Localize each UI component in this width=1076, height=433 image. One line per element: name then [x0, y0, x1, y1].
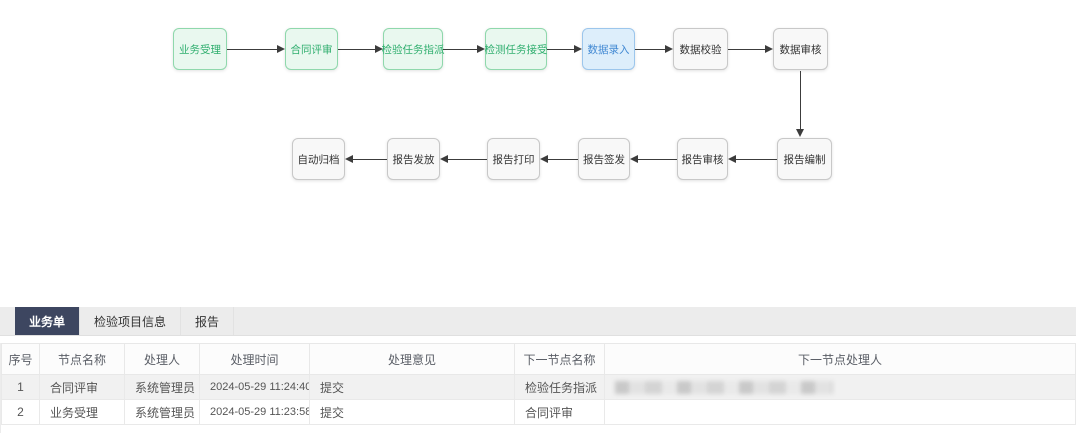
flow-node-inspection-task-assign: 检验任务指派 [382, 28, 445, 70]
flow-node-report-sign: 报告签发 [578, 138, 630, 180]
cell-seq: 2 [1, 399, 40, 425]
table-row[interactable]: 2 业务受理 系统管理员 2024-05-29 11:23:58 提交 合同评审 [1, 399, 1076, 425]
node-history-table-container: 序号 节点名称 处理人 处理时间 处理意见 下一节点名称 下一节点处理人 1 合… [0, 343, 1076, 433]
col-handler: 处理人 [124, 343, 200, 375]
cell-handle-time: 2024-05-29 11:24:40 [199, 374, 310, 400]
flow-node-report-review: 报告审核 [677, 138, 728, 180]
flow-arrow [547, 45, 582, 53]
flow-arrow [635, 45, 673, 53]
cell-next-node: 合同评审 [514, 399, 605, 425]
flow-arrow [540, 155, 578, 163]
flow-node-data-entry: 数据录入 [582, 28, 635, 70]
table-row[interactable]: 1 合同评审 系统管理员 2024-05-29 11:24:40 提交 检验任务… [1, 374, 1076, 400]
cell-next-handler [604, 399, 1076, 425]
redacted-handler-blur [615, 380, 833, 394]
flow-arrow [345, 155, 387, 163]
cell-handle-time: 2024-05-29 11:23:58 [199, 399, 310, 425]
flow-arrow [440, 155, 487, 163]
flow-node-business-acceptance: 业务受理 [173, 28, 227, 70]
flow-node-data-review: 数据审核 [773, 28, 828, 70]
col-node-name: 节点名称 [39, 343, 125, 375]
tab-business-order[interactable]: 业务单 [15, 307, 81, 335]
cell-node-name: 合同评审 [39, 374, 125, 400]
cell-seq: 1 [1, 374, 40, 400]
cell-opinion: 提交 [309, 374, 515, 400]
flow-arrow [728, 45, 773, 53]
tab-inspection-item-info[interactable]: 检验项目信息 [80, 307, 182, 335]
tab-bar: 业务单 检验项目信息 报告 [0, 307, 1076, 336]
table-header-row: 序号 节点名称 处理人 处理时间 处理意见 下一节点名称 下一节点处理人 [1, 343, 1076, 375]
flow-node-auto-archive: 自动归档 [292, 138, 345, 180]
flow-node-report-compile: 报告编制 [777, 138, 832, 180]
cell-next-node: 检验任务指派 [514, 374, 605, 400]
workflow-diagram: 业务受理 合同评审 检验任务指派 检测任务接受 数据录入 数据校验 数据审核 自… [173, 28, 832, 180]
cell-next-handler [604, 374, 1076, 400]
node-history-table: 序号 节点名称 处理人 处理时间 处理意见 下一节点名称 下一节点处理人 1 合… [1, 343, 1076, 425]
col-opinion: 处理意见 [309, 343, 515, 375]
flow-arrow [443, 45, 485, 53]
col-handle-time: 处理时间 [199, 343, 310, 375]
flow-arrow [227, 45, 285, 53]
cell-opinion: 提交 [309, 399, 515, 425]
flow-node-report-print: 报告打印 [487, 138, 540, 180]
flow-node-data-check: 数据校验 [673, 28, 728, 70]
cell-handler: 系统管理员 [124, 374, 200, 400]
flow-node-contract-review: 合同评审 [285, 28, 338, 70]
cell-node-name: 业务受理 [39, 399, 125, 425]
flow-node-report-release: 报告发放 [387, 138, 440, 180]
flow-arrow [630, 155, 677, 163]
flow-arrow-down [796, 71, 804, 137]
col-seq: 序号 [1, 343, 40, 375]
tab-report[interactable]: 报告 [181, 307, 235, 335]
flow-arrow [338, 45, 383, 53]
flow-node-inspection-task-accept: 检测任务接受 [485, 28, 548, 70]
col-next-node: 下一节点名称 [514, 343, 605, 375]
col-next-handler: 下一节点处理人 [604, 343, 1076, 375]
flow-arrow [728, 155, 777, 163]
cell-handler: 系统管理员 [124, 399, 200, 425]
